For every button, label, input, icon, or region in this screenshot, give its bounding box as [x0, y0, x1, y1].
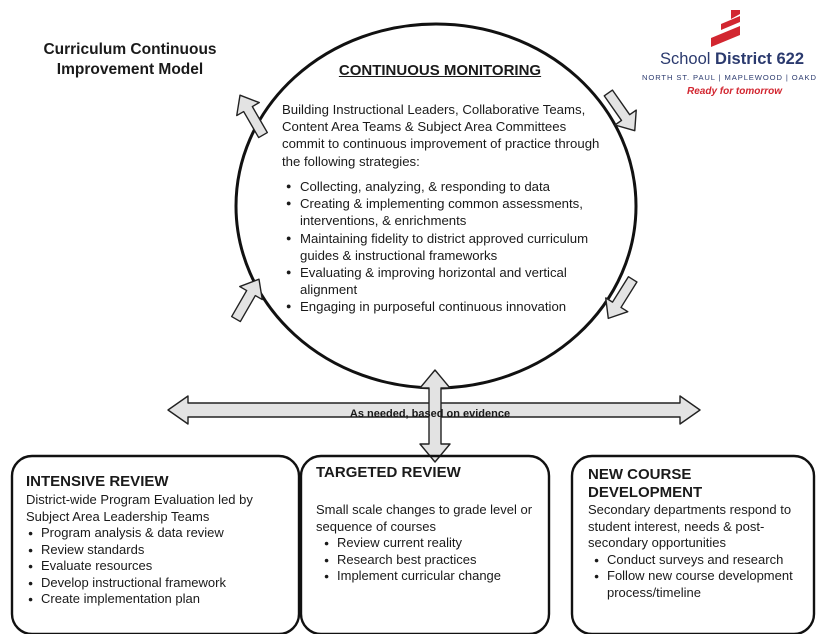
logo-name-light: School: [660, 50, 711, 68]
targeted-review-content: TARGETED REVIEW Small scale changes to g…: [316, 464, 541, 585]
list-item: Follow new course development process/ti…: [592, 568, 810, 601]
cycle-arrow-top-left: [236, 94, 269, 139]
list-item: Review current reality: [322, 535, 541, 552]
model-title-line2: Improvement Model: [56, 61, 204, 78]
monitoring-heading: CONTINUOUS MONITORING: [338, 62, 542, 79]
district-logo-subtitle: NORTH ST. PAUL | MAPLEWOOD | OAKD: [642, 73, 817, 82]
strategy-item: Engaging in purposeful continuous innova…: [282, 298, 612, 315]
list-item: Conduct surveys and research: [592, 552, 810, 569]
intensive-review-heading: INTENSIVE REVIEW: [26, 473, 169, 490]
new-course-content: NEW COURSE DEVELOPMENT Secondary departm…: [588, 466, 810, 601]
targeted-review-heading: TARGETED REVIEW: [316, 464, 461, 481]
logo-name-bold: District 622: [715, 50, 805, 68]
new-course-list: Conduct surveys and research Follow new …: [588, 552, 810, 602]
list-item: Review standards: [26, 542, 294, 559]
strategy-item: Collecting, analyzing, & responding to d…: [282, 178, 612, 195]
list-item: Research best practices: [322, 552, 541, 569]
intensive-review-content: INTENSIVE REVIEW District-wide Program E…: [26, 473, 294, 608]
model-title: Curriculum Continuous Improvement Model: [30, 40, 230, 80]
targeted-review-list: Review current reality Research best pra…: [316, 535, 541, 585]
monitoring-intro: Building Instructional Leaders, Collabor…: [282, 102, 600, 169]
list-item: Evaluate resources: [26, 558, 294, 575]
strategy-item: Evaluating & improving horizontal and ve…: [282, 264, 612, 298]
intensive-review-list: Program analysis & data review Review st…: [26, 525, 294, 608]
intensive-review-description: District-wide Program Evaluation led by …: [26, 492, 253, 524]
model-title-line1: Curriculum Continuous: [43, 41, 217, 58]
monitoring-strategies: Collecting, analyzing, & responding to d…: [282, 178, 612, 316]
district-logo-name: School District 622: [660, 50, 804, 69]
new-course-heading: NEW COURSE DEVELOPMENT: [588, 466, 703, 501]
strategy-item: Creating & implementing common assessmen…: [282, 195, 612, 229]
new-course-box: [570, 454, 816, 634]
targeted-review-box: [299, 454, 551, 634]
cycle-arrow-top-right: [603, 89, 637, 132]
cycle-arrow-bottom-left: [230, 278, 263, 323]
list-item: Create implementation plan: [26, 591, 294, 608]
strategy-item: Maintaining fidelity to district approve…: [282, 230, 612, 264]
list-item: Develop instructional framework: [26, 575, 294, 592]
connector-label: As needed, based on evidence: [349, 408, 511, 420]
targeted-review-description: Small scale changes to grade level or se…: [316, 502, 533, 534]
list-item: Program analysis & data review: [26, 525, 294, 542]
new-course-description: Secondary departments respond to student…: [588, 502, 792, 550]
intensive-review-box: [10, 454, 301, 634]
vertical-double-arrow: [419, 369, 451, 463]
district-logo-mark: [711, 10, 740, 47]
list-item: Implement curricular change: [322, 568, 541, 585]
district-logo-tagline: Ready for tomorrow: [687, 86, 783, 97]
